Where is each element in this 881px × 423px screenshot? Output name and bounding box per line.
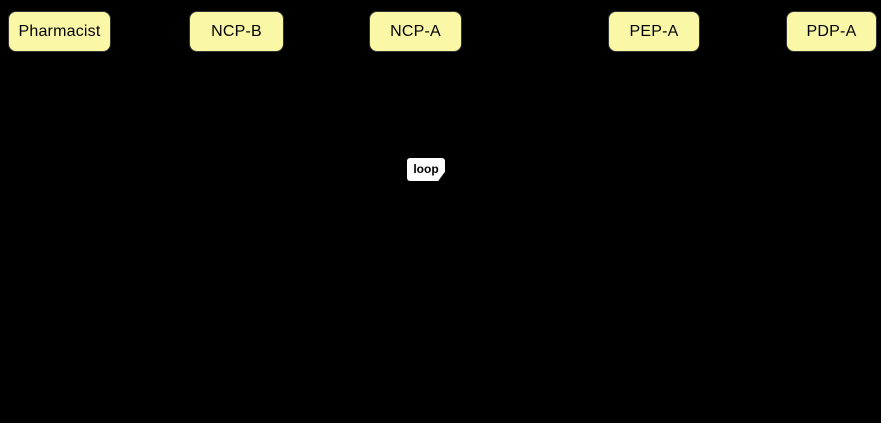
participant-label: PEP-A [629, 22, 679, 40]
loop-label-badge: loop [407, 158, 445, 181]
participant-ncp-a: NCP-A [369, 11, 462, 52]
participant-label: PDP-A [806, 22, 857, 40]
participant-label: NCP-A [390, 22, 441, 40]
participant-ncp-b: NCP-B [189, 11, 284, 52]
participant-pharmacist: Pharmacist [8, 11, 111, 52]
participant-pep-a: PEP-A [608, 11, 700, 52]
loop-label-text: loop [413, 161, 439, 176]
participant-label: NCP-B [211, 22, 262, 40]
participant-label: Pharmacist [18, 22, 101, 40]
participant-pdp-a: PDP-A [786, 11, 877, 52]
